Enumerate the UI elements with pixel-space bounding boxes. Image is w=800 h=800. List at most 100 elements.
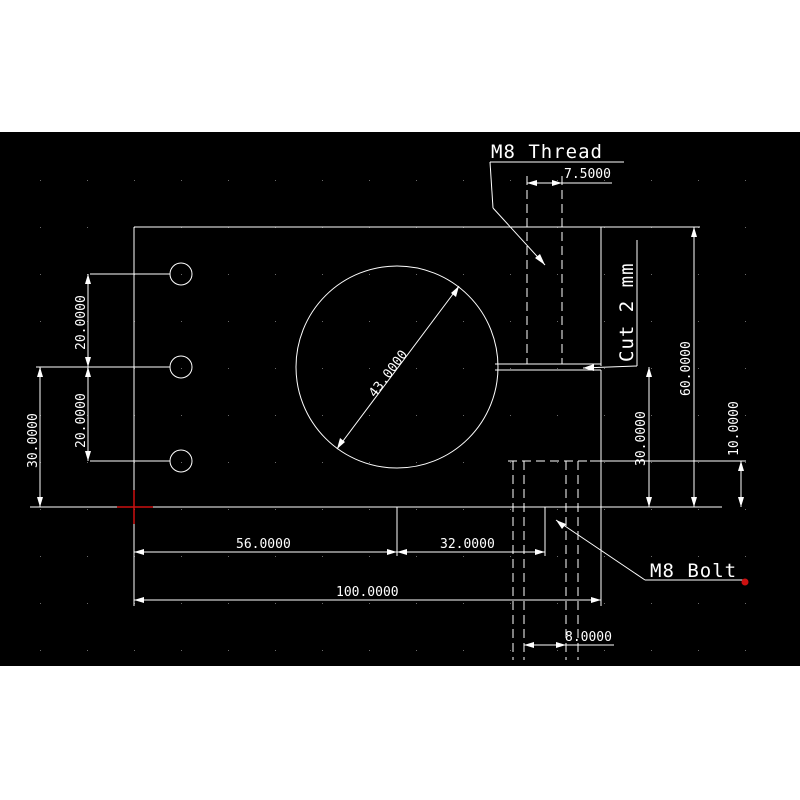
dim-text-bolt-width: 8.0000 (565, 630, 612, 645)
grid-dot (416, 462, 417, 463)
grid-dot (322, 603, 323, 604)
grid-dot (510, 509, 511, 510)
dim-slot-height (646, 367, 652, 507)
dim-overall-height (601, 226, 700, 507)
grid-dot (369, 321, 370, 322)
grid-dot (228, 180, 229, 181)
grid-dot (87, 509, 88, 510)
grid-dot (228, 556, 229, 557)
dim-text-slot-height: 30.0000 (634, 411, 649, 466)
thread-lines (526, 176, 563, 364)
grid-dot (651, 556, 652, 557)
dim-text-bolt-x: 32.0000 (440, 537, 495, 552)
grid-dot (416, 274, 417, 275)
leader-cut (582, 240, 638, 371)
grid-dot (322, 321, 323, 322)
grid-dot (698, 603, 699, 604)
grid-dot (228, 603, 229, 604)
grid-dot (275, 321, 276, 322)
crosshair-icon[interactable] (117, 490, 153, 524)
grid-dot (416, 603, 417, 604)
label-cut: Cut 2 mm (616, 262, 638, 362)
grid-dot (557, 180, 558, 181)
dim-text-hole-spacing-top: 20.0000 (74, 295, 89, 350)
grid-dot (698, 180, 699, 181)
grid-dot (557, 274, 558, 275)
grid-dot (416, 415, 417, 416)
grid-dot (181, 180, 182, 181)
grid-dot (275, 509, 276, 510)
grid-dot (651, 509, 652, 510)
grid-dot (275, 650, 276, 651)
grid-dot (698, 321, 699, 322)
dim-text-thread-width: 7.5000 (564, 167, 611, 182)
cad-drawing-viewport[interactable] (0, 132, 800, 666)
grid-dot (651, 603, 652, 604)
grid-dot (745, 603, 746, 604)
grid-dot (40, 603, 41, 604)
grid-dot (228, 274, 229, 275)
grid-dot (416, 368, 417, 369)
grid-dot (510, 650, 511, 651)
grid-dot (369, 556, 370, 557)
endpoint-marker-icon (741, 578, 749, 586)
grid-dot (87, 227, 88, 228)
grid-dot (510, 415, 511, 416)
grid-dot (40, 180, 41, 181)
grid-dot (416, 650, 417, 651)
grid-dot (604, 180, 605, 181)
grid-dot (228, 368, 229, 369)
grid-dot (228, 509, 229, 510)
grid-dot (275, 274, 276, 275)
grid-dot (228, 462, 229, 463)
grid-dot (745, 415, 746, 416)
mounting-holes (169, 262, 193, 473)
grid-dot (369, 650, 370, 651)
grid-dot (369, 274, 370, 275)
dim-text-bolt-offset: 10.0000 (727, 401, 742, 456)
dim-bolt-offset (590, 460, 746, 507)
grid-dot (463, 650, 464, 651)
grid-dot (463, 462, 464, 463)
grid-dot (369, 415, 370, 416)
dim-text-hole-height: 30.0000 (26, 413, 41, 468)
grid-dot (40, 227, 41, 228)
grid-dot (275, 603, 276, 604)
grid-dot (40, 556, 41, 557)
grid-dot (87, 180, 88, 181)
grid-dot (40, 509, 41, 510)
grid-dot (322, 462, 323, 463)
grid-dot (604, 321, 605, 322)
grid-dot (510, 274, 511, 275)
grid-dot (510, 603, 511, 604)
grid-dot (322, 509, 323, 510)
grid-dot (510, 556, 511, 557)
grid-dot (40, 321, 41, 322)
grid-dot (275, 368, 276, 369)
grid-dot (322, 274, 323, 275)
grid-dot (40, 274, 41, 275)
grid-dot (87, 462, 88, 463)
grid-dot (463, 274, 464, 275)
grid-dot (181, 274, 182, 275)
grid-dot (322, 180, 323, 181)
grid-dot (228, 415, 229, 416)
grid-dot (745, 227, 746, 228)
grid-dot (604, 556, 605, 557)
dim-horizontal (133, 507, 602, 606)
grid-dot (181, 650, 182, 651)
grid-dot (181, 321, 182, 322)
dim-text-hole-spacing-bottom: 20.0000 (74, 393, 89, 448)
grid-dot (651, 415, 652, 416)
grid-dot (275, 180, 276, 181)
grid-dot (557, 415, 558, 416)
grid-dot (698, 368, 699, 369)
grid-dot (745, 368, 746, 369)
grid-dot (228, 650, 229, 651)
dim-circle-diameter (336, 285, 460, 450)
grid-dot (463, 603, 464, 604)
grid-dot (181, 556, 182, 557)
grid-dot (416, 321, 417, 322)
grid-dot (275, 462, 276, 463)
